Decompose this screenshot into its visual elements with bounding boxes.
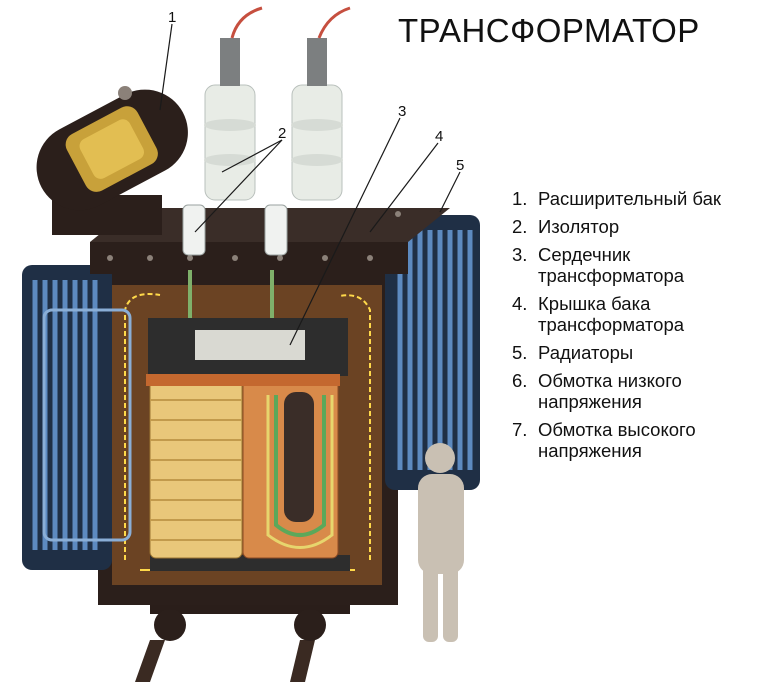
transformer-illustration: 1 2 3 4 5 xyxy=(22,6,480,682)
callout-lines xyxy=(159,23,461,346)
diagram-title: ТРАНСФОРМАТОР xyxy=(398,12,700,49)
legend: 1.Расширительный бак 2.Изолятор 3.Сердеч… xyxy=(512,188,774,468)
callout-3: 3 xyxy=(398,103,406,120)
conservator-tank xyxy=(36,86,188,235)
insulator-left xyxy=(204,6,263,201)
low-voltage-insulators xyxy=(182,204,288,256)
winding-low-voltage xyxy=(146,374,246,559)
transformer-core xyxy=(148,318,350,571)
callout-1: 1 xyxy=(168,9,176,26)
callout-5: 5 xyxy=(456,157,464,174)
callout-2: 2 xyxy=(278,125,286,142)
rails xyxy=(135,600,350,682)
legend-item: 6.Обмотка низкого напряжения xyxy=(512,370,774,412)
legend-item: 7.Обмотка высокого напряжения xyxy=(512,419,774,461)
callout-4: 4 xyxy=(435,128,443,145)
legend-item: 4.Крышка бака трансформатора xyxy=(512,293,774,335)
radiator-right xyxy=(385,215,480,490)
legend-item: 5.Радиаторы xyxy=(512,342,774,363)
radiator-left xyxy=(22,265,132,570)
legend-label-low-voltage-winding: Обмотка низкого напряжения xyxy=(538,370,682,412)
insulator-right xyxy=(291,6,351,201)
legend-label-high-voltage-winding: Обмотка высокого напряжения xyxy=(538,419,696,461)
legend-label-expansion-tank: Расширительный бак xyxy=(538,188,721,209)
legend-label-insulator: Изолятор xyxy=(538,216,620,237)
legend-label-radiators: Радиаторы xyxy=(538,342,634,363)
legend-label-tank-cover: Крышка бака трансформатора xyxy=(538,293,685,335)
winding-high-voltage xyxy=(240,374,340,559)
legend-item: 2.Изолятор xyxy=(512,216,774,237)
human-silhouette xyxy=(418,443,464,642)
legend-item: 1.Расширительный бак xyxy=(512,188,774,209)
legend-label-core: Сердечник трансформатора xyxy=(538,244,685,286)
legend-item: 3.Сердечник трансформатора xyxy=(512,244,774,286)
